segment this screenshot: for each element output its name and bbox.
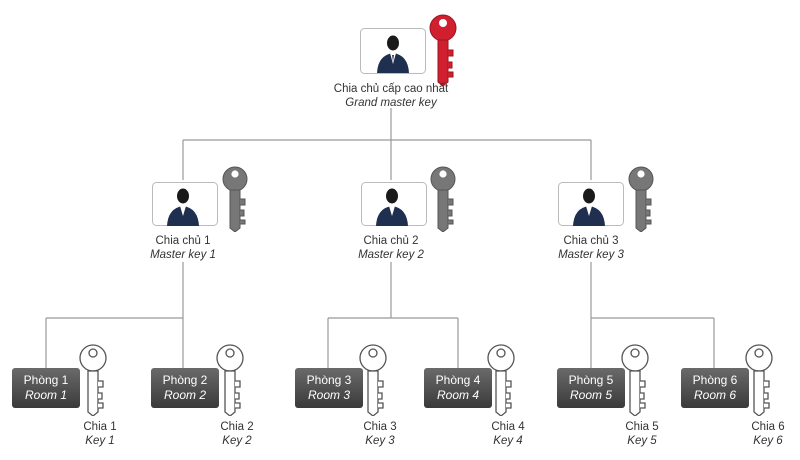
connector-master-1 [45,262,184,368]
room-box-4: Phòng 4 Room 4 [424,368,492,408]
master-label-2: Chia chủ 2 Master key 2 [331,234,451,262]
room-key-title-2: Chia 2 [220,421,254,433]
person-icon [361,182,427,226]
master-title-3: Chia chủ 3 [563,235,619,247]
master-subtitle-3: Master key 3 [558,249,624,261]
key-icon [628,166,654,232]
grand-master-title: Chia chủ cấp cao nhất [333,83,449,95]
room-box-5: Phòng 5 Room 5 [557,368,625,408]
room-title-3: Phòng 3 [306,373,352,387]
grand-master-subtitle: Grand master key [345,97,437,109]
room-title-4: Phòng 4 [435,373,481,387]
room-key-title-1: Chia 1 [83,421,117,433]
room-key-label-2: Chia 2 Key 2 [215,420,259,448]
room-subtitle-6: Room 6 [693,388,737,402]
master-label-1: Chia chủ 1 Master key 1 [123,234,243,262]
person-icon [558,182,624,226]
master-title-1: Chia chủ 1 [155,235,211,247]
person-icon [360,28,426,74]
connector-grand [182,108,592,180]
room-title-1: Phòng 1 [23,373,69,387]
room-subtitle-1: Room 1 [24,388,68,402]
connector-master-3 [590,262,715,368]
room-key-label-1: Chia 1 Key 1 [78,420,122,448]
room-key-subtitle-3: Key 3 [365,435,395,447]
grand-master-label: Chia chủ cấp cao nhất Grand master key [311,82,471,110]
key-icon [359,344,387,416]
room-key-label-6: Chia 6 Key 6 [746,420,790,448]
room-key-title-5: Chia 5 [625,421,659,433]
key-icon [79,344,107,416]
room-subtitle-4: Room 4 [436,388,480,402]
key-icon [487,344,515,416]
master-subtitle-2: Master key 2 [358,249,424,261]
master-label-3: Chia chủ 3 Master key 3 [531,234,651,262]
room-key-subtitle-2: Key 2 [222,435,252,447]
key-icon [430,166,456,232]
room-box-3: Phòng 3 Room 3 [295,368,363,408]
key-icon [429,14,457,86]
room-key-label-3: Chia 3 Key 3 [358,420,402,448]
key-icon [745,344,773,416]
room-key-subtitle-1: Key 1 [85,435,115,447]
key-icon [621,344,649,416]
room-box-2: Phòng 2 Room 2 [151,368,219,408]
room-subtitle-3: Room 3 [307,388,351,402]
master-subtitle-1: Master key 1 [150,249,216,261]
room-title-5: Phòng 5 [568,373,614,387]
room-key-title-3: Chia 3 [363,421,397,433]
master-title-2: Chia chủ 2 [363,235,419,247]
room-key-label-4: Chia 4 Key 4 [486,420,530,448]
room-key-title-4: Chia 4 [491,421,525,433]
room-key-subtitle-6: Key 6 [753,435,783,447]
room-box-6: Phòng 6 Room 6 [681,368,749,408]
room-title-6: Phòng 6 [692,373,738,387]
room-subtitle-2: Room 2 [163,388,207,402]
key-icon [222,166,248,232]
person-icon [152,182,218,226]
room-key-label-5: Chia 5 Key 5 [620,420,664,448]
room-key-subtitle-5: Key 5 [627,435,657,447]
room-key-title-6: Chia 6 [751,421,785,433]
room-title-2: Phòng 2 [162,373,208,387]
key-icon [216,344,244,416]
room-subtitle-5: Room 5 [569,388,613,402]
room-key-subtitle-4: Key 4 [493,435,523,447]
connector-master-2 [327,262,459,368]
room-box-1: Phòng 1 Room 1 [12,368,80,408]
